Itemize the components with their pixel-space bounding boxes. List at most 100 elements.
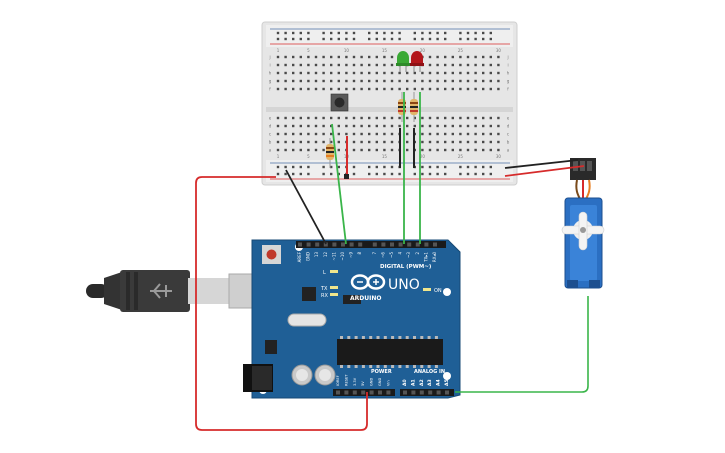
digital-pin-label: AREF — [297, 251, 302, 262]
breadboard-hole — [368, 148, 371, 152]
row-letter: h — [269, 71, 272, 76]
rail-hole — [428, 31, 432, 35]
breadboard-hole — [489, 140, 492, 144]
breadboard-hole — [368, 87, 371, 91]
power-pin[interactable] — [352, 390, 357, 395]
power-pin[interactable] — [336, 390, 340, 395]
rail-hole — [322, 165, 325, 169]
power-pin[interactable] — [361, 390, 366, 395]
row-letter: i — [507, 63, 508, 68]
analog-pin[interactable] — [411, 390, 416, 395]
breadboard-hole — [474, 116, 477, 120]
power-pin[interactable] — [378, 390, 382, 395]
servo-motor-icon[interactable] — [561, 158, 605, 289]
breadboard-hole — [375, 124, 378, 128]
breadboard-hole — [345, 79, 348, 83]
breadboard-hole — [330, 87, 333, 91]
atmega-chip — [337, 339, 443, 365]
rail-hole — [436, 31, 439, 35]
digital-pin[interactable] — [323, 242, 328, 247]
row-letter: c — [507, 132, 509, 137]
breadboard-hole — [428, 148, 432, 152]
breadboard-hole — [299, 132, 302, 136]
rail-hole — [352, 31, 356, 35]
rail-hole — [489, 165, 492, 169]
breadboard-hole — [330, 140, 333, 144]
digital-pin[interactable] — [381, 242, 386, 247]
breadboard-hole — [497, 140, 500, 144]
digital-pin[interactable] — [390, 242, 394, 247]
row-letter: j — [268, 55, 270, 60]
rail-hole — [284, 165, 287, 169]
brand-label: ARDUINO — [350, 295, 381, 302]
column-number: 20 — [420, 48, 426, 53]
breadboard-hole — [322, 71, 325, 75]
digital-pin[interactable] — [433, 242, 437, 247]
center-channel — [266, 107, 513, 112]
digital-pin-label: ~9 — [349, 252, 354, 258]
reset-button[interactable] — [262, 245, 281, 264]
breadboard-hole — [383, 116, 386, 120]
breadboard-hole — [436, 116, 439, 120]
breadboard-hole — [360, 132, 363, 136]
pushbutton-icon[interactable] — [330, 93, 349, 112]
digital-header-label: DIGITAL (PWM~) — [380, 264, 432, 270]
breadboard-hole — [299, 140, 302, 144]
breadboard-hole — [284, 132, 287, 136]
rail-hole — [482, 31, 485, 35]
digital-pin[interactable] — [315, 242, 320, 247]
breadboard-hole — [375, 140, 378, 144]
digital-pin[interactable] — [424, 242, 429, 247]
breadboard-hole — [421, 140, 424, 144]
rail-hole — [466, 172, 470, 176]
breadboard-hole — [337, 132, 340, 136]
digital-pin[interactable] — [298, 242, 302, 247]
breadboard-hole — [428, 79, 432, 83]
column-number: 20 — [420, 154, 426, 159]
breadboard-hole — [345, 63, 348, 67]
breadboard-hole — [383, 79, 386, 83]
analog-pin[interactable] — [419, 390, 424, 395]
breadboard-hole — [459, 55, 462, 59]
digital-pin[interactable] — [332, 242, 337, 247]
power-pin-label: 3.3V — [353, 377, 357, 386]
breadboard-hole — [360, 55, 363, 59]
digital-pin[interactable] — [358, 242, 363, 247]
power-pin[interactable] — [344, 390, 349, 395]
breadboard-hole — [444, 124, 447, 128]
breadboard-hole — [322, 140, 325, 144]
digital-pin[interactable] — [415, 242, 420, 247]
analog-pin[interactable] — [403, 390, 407, 395]
breadboard-hole — [466, 55, 470, 59]
digital-pin[interactable] — [306, 242, 311, 247]
breadboard-hole — [390, 116, 394, 120]
breadboard-hole — [474, 124, 477, 128]
breadboard-hole — [474, 132, 477, 136]
rail-hole — [413, 37, 416, 41]
rail-hole — [276, 37, 280, 41]
breadboard-hole — [497, 148, 500, 152]
digital-pin[interactable] — [349, 242, 354, 247]
analog-pin-label: A1 — [410, 379, 416, 386]
breadboard-hole — [474, 71, 477, 75]
power-pin[interactable] — [386, 390, 391, 395]
breadboard-hole — [322, 55, 325, 59]
digital-pin[interactable] — [407, 242, 412, 247]
breadboard-hole — [314, 132, 318, 136]
breadboard-hole — [284, 63, 287, 67]
analog-pin[interactable] — [428, 390, 433, 395]
breadboard-hole — [276, 132, 280, 136]
row-letter: g — [269, 79, 272, 84]
power-pin[interactable] — [369, 390, 374, 395]
analog-pin[interactable] — [445, 390, 449, 395]
analog-pin[interactable] — [436, 390, 441, 395]
digital-pin-label: 13 — [314, 252, 319, 258]
breadboard-hole — [314, 71, 318, 75]
digital-pin[interactable] — [372, 242, 377, 247]
rail-hole — [322, 37, 325, 41]
digital-pin[interactable] — [398, 242, 403, 247]
rail-hole — [444, 165, 447, 169]
digital-pin[interactable] — [341, 242, 345, 247]
breadboard-hole — [482, 116, 485, 120]
